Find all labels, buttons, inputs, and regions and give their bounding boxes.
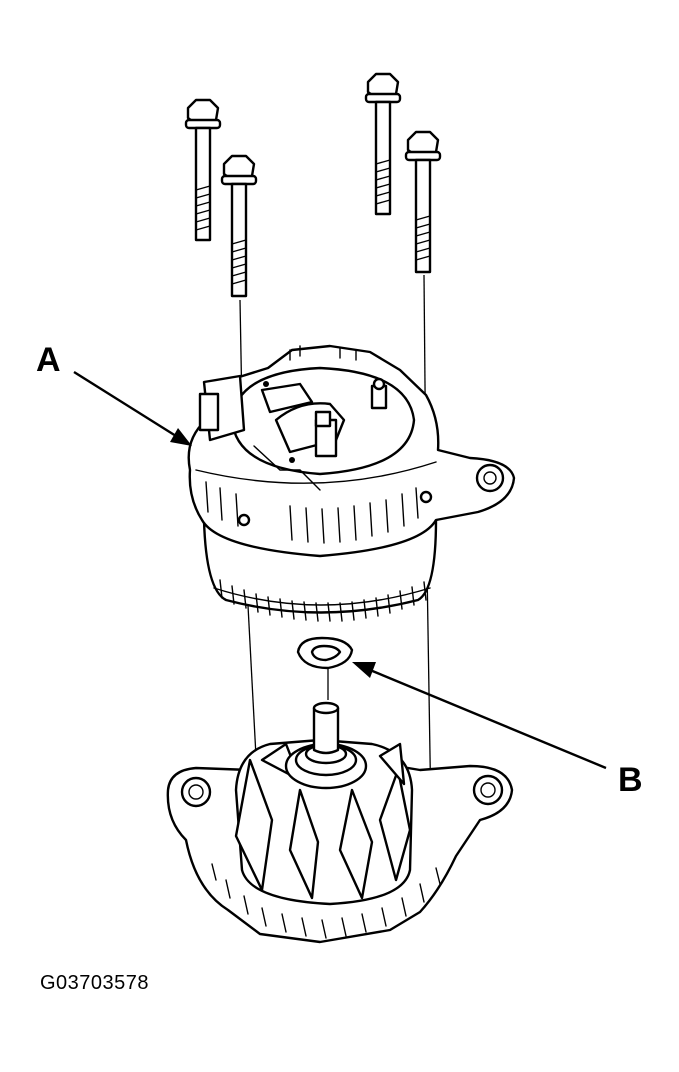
callout-label-a: A <box>36 341 61 379</box>
washer <box>296 636 354 670</box>
bolt-back-left <box>184 98 222 242</box>
rear-housing <box>187 344 516 622</box>
bolt-front-right <box>404 130 442 274</box>
bolt-front-left <box>220 154 258 298</box>
leader-arrow-b <box>352 662 607 770</box>
leader-arrow-a <box>73 370 192 446</box>
figure-id: G03703578 <box>40 972 150 994</box>
callout-label-b: B <box>618 761 643 799</box>
bolt-back-right <box>364 72 402 216</box>
rotor <box>234 701 414 906</box>
